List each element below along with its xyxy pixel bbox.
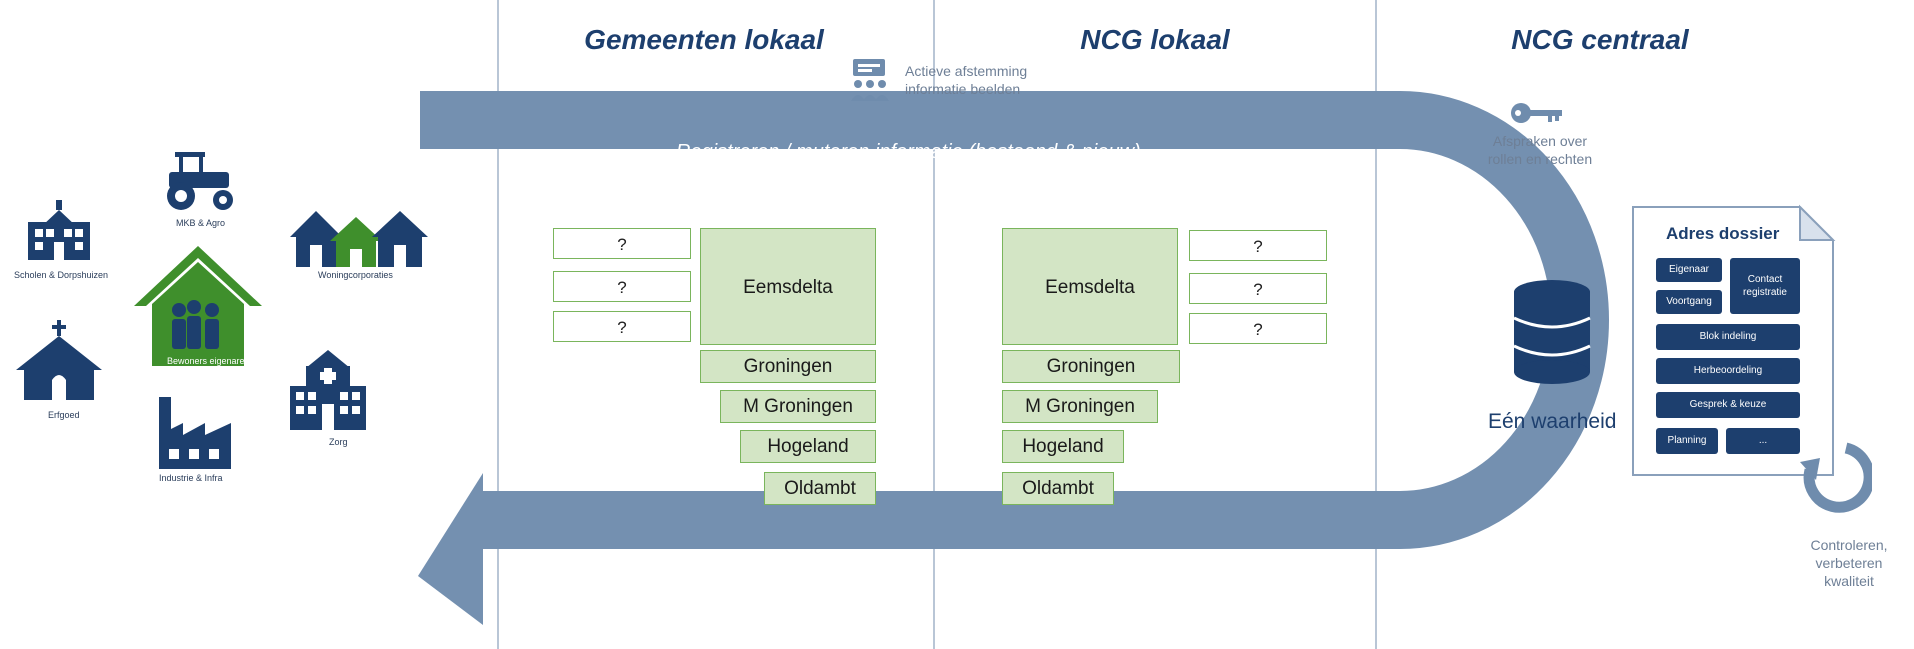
afspraken-label: Afspraken over rollen en rechten	[1487, 133, 1593, 167]
unknown-box: ?	[1189, 313, 1327, 344]
unknown-box: ?	[553, 228, 691, 259]
school-icon	[28, 200, 90, 260]
database-label: Eén waarheid	[1488, 410, 1617, 433]
dossier-blok-indeling: Blok indeling	[1656, 324, 1800, 350]
mkb-label: MKB & Agro	[176, 218, 226, 228]
meeting-icon	[851, 59, 889, 101]
dossier-voortgang: Voortgang	[1656, 290, 1722, 314]
separator-line	[933, 0, 935, 649]
registreren-label: Registreren / muteren informatie (bestaa…	[676, 141, 1141, 163]
dossier-title: Adres dossier	[1666, 224, 1780, 243]
scholen-label: Scholen & Dorpshuizen	[14, 270, 109, 280]
hospital-icon	[290, 350, 366, 430]
flow-arrowhead	[418, 473, 483, 625]
dossier-contact: Contact registratie	[1730, 258, 1800, 314]
region-m-groningen: M Groningen	[720, 390, 876, 423]
unknown-box: ?	[1189, 230, 1327, 261]
industrie-label: Industrie & Infra	[159, 473, 223, 483]
separator-line	[497, 0, 499, 649]
erfgoed-label: Erfgoed	[48, 410, 80, 420]
region-m-groningen: M Groningen	[1002, 390, 1158, 423]
unknown-box: ?	[553, 271, 691, 302]
dossier-eigenaar: Eigenaar	[1656, 258, 1722, 282]
church-icon	[16, 320, 102, 400]
column-title-gemeenten: Gemeenten lokaal	[584, 24, 824, 55]
region-eemsdelta: Eemsdelta	[1002, 228, 1178, 345]
dossier-more: ...	[1726, 428, 1800, 454]
bewoners-label: Bewoners eigenaren	[167, 356, 250, 366]
tractor-icon	[167, 152, 233, 210]
column-title-ncg-lokaal: NCG lokaal	[1080, 24, 1230, 55]
zorg-label: Zorg	[329, 437, 348, 447]
unknown-box: ?	[1189, 273, 1327, 304]
region-hogeland: Hogeland	[740, 430, 876, 463]
dossier-herbeoordeling: Herbeoordeling	[1656, 358, 1800, 384]
factory-icon	[159, 397, 231, 469]
controleren-label: Controleren, verbeteren kwaliteit	[1810, 537, 1888, 589]
region-oldambt: Oldambt	[764, 472, 876, 505]
region-groningen: Groningen	[1002, 350, 1180, 383]
residents-house-icon	[134, 246, 262, 366]
key-icon	[1511, 103, 1562, 123]
woning-label: Woningcorporaties	[318, 270, 393, 280]
unknown-box: ?	[553, 311, 691, 342]
afstemming-label: Actieve afstemming informatie beelden	[905, 63, 1028, 97]
refresh-icon	[1800, 442, 1872, 513]
region-hogeland: Hogeland	[1002, 430, 1124, 463]
houses-icon	[290, 211, 428, 267]
separator-line	[1375, 0, 1377, 649]
database-icon	[1513, 280, 1591, 384]
column-title-ncg-centraal: NCG centraal	[1511, 24, 1689, 55]
verstrekken-label: Verstrekken informatie (bestaand & nieuw…	[733, 573, 1111, 595]
dossier-gesprek: Gesprek & keuze	[1656, 392, 1800, 418]
region-eemsdelta: Eemsdelta	[700, 228, 876, 345]
region-groningen: Groningen	[700, 350, 876, 383]
region-oldambt: Oldambt	[1002, 472, 1114, 505]
dossier-planning: Planning	[1656, 428, 1718, 454]
